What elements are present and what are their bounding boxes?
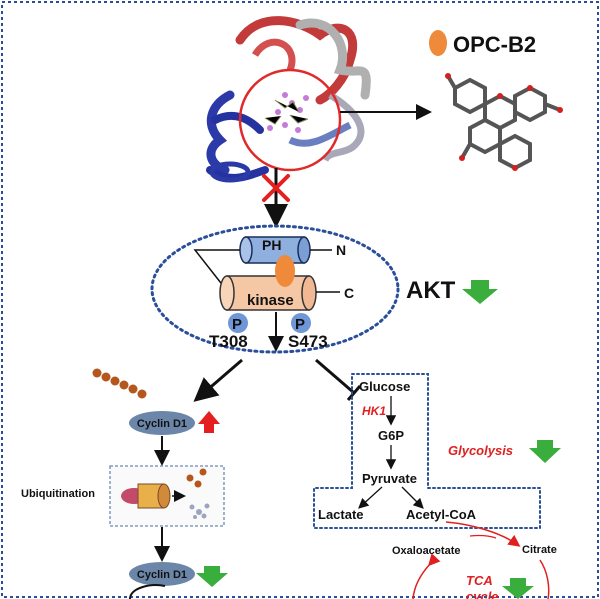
ubiquitination-label: Ubiquitination [21,488,95,500]
partial-circle-bottom [129,584,166,599]
opc-b2-label: OPC-B2 [453,32,536,57]
pyruvate-to-lactate-arrow [358,486,383,509]
binding-site-circle [238,68,342,172]
ph-kinase-linker [193,249,240,293]
proteasome-illustration [121,483,186,509]
cyclin-d1-bottom [129,562,195,586]
p-label-s473: P [295,316,305,333]
g6p-label: G6P [378,428,404,443]
glucose-label: Glucose [359,379,410,394]
lactate-label: Lactate [318,507,364,522]
ph-label: PH [262,237,281,253]
akt-to-cyclin-arrow [193,358,243,402]
glycolysis-down-arrow-icon [529,440,561,463]
peptide-fragments [189,503,210,519]
kinase-domain: kinase [219,275,317,311]
released-ubiquitin [186,468,207,488]
pyruvate-label: Pyruvate [362,471,417,486]
n-terminus-label: N [336,242,346,258]
kinase-label: kinase [247,292,294,309]
tca-down-arrow-icon [502,578,534,599]
inhibition-x-icon [262,174,290,202]
oxaloacetate-label: Oxaloacetate [392,545,460,557]
akt-down-arrow-icon [462,280,498,304]
acetyl-coa-label: Acetyl-CoA [406,507,477,522]
glycolysis-label: Glycolysis [448,443,513,458]
tca-arc-top [469,535,497,539]
akt-label: AKT [406,277,456,304]
phospho-t308-circle [228,313,248,333]
pyruvate-to-acetyl-arrow [401,486,424,509]
tca-label-line2: cycle [466,589,499,599]
s473-label: S473 [288,332,328,351]
akt-complex-outline [150,224,400,354]
cyclin-down-arrow-icon [196,566,228,587]
acetyl-to-citrate-arrow [445,521,521,547]
opc-b2-legend-ellipse [429,30,447,56]
molecule-oxygen-atoms [445,73,563,171]
ubiquitin-beads-top [92,368,147,399]
tca-arc-right [539,559,550,599]
cyclin-d1-top [129,411,195,435]
cyclin-up-arrow-icon [198,411,220,433]
hk1-label: HK1 [362,404,386,418]
tca-label-line1: TCA [466,573,493,588]
opc-b2-molecule-illustration [446,74,562,171]
p-label-t308: P [232,316,242,333]
akt-inhibit-line [315,358,354,394]
cyclin-d1-bottom-label: Cyclin D1 [137,569,187,581]
tca-arc-left [412,553,441,599]
citrate-label: Citrate [522,544,557,556]
t308-label: T308 [209,332,248,351]
akt-inhibit-bar [346,385,362,401]
phospho-s473-circle [291,313,311,333]
cyclin-d1-top-label: Cyclin D1 [137,418,187,430]
ph-domain: PH [239,236,311,264]
glycolysis-outline [313,373,541,529]
c-terminus-label: C [344,285,354,301]
protein-structure-illustration [206,16,371,183]
bound-opc-b2-ellipse [275,255,295,287]
